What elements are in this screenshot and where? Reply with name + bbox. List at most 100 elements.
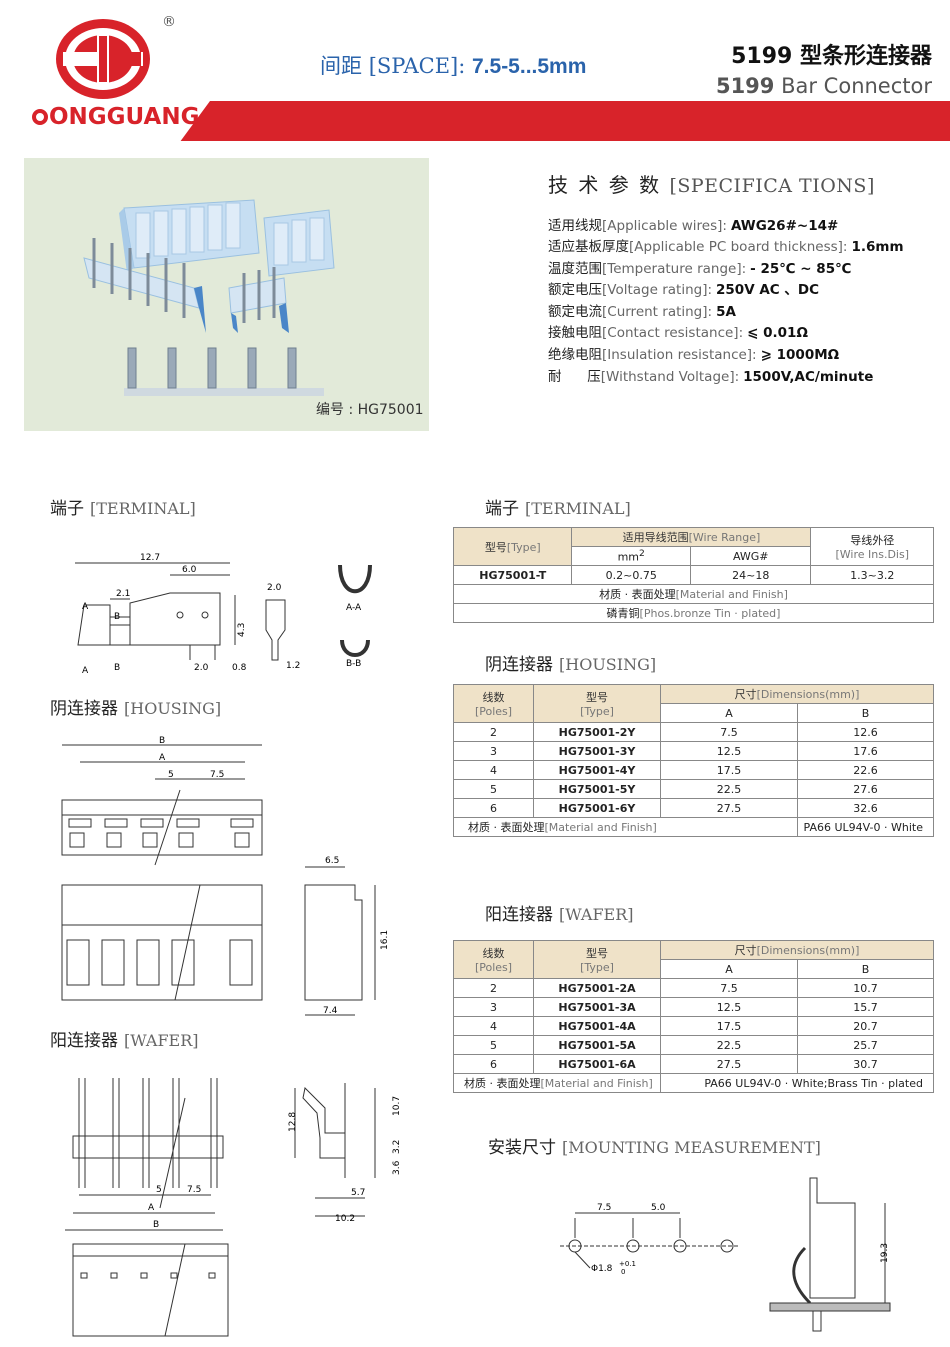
header-cn: 尺寸 <box>734 944 757 957</box>
header-cn: 线数 <box>482 947 505 960</box>
spec-value: - 25℃ ~ 85℃ <box>750 261 852 277</box>
dim-label: 7.5 <box>187 1185 201 1195</box>
spec-value: AWG26#~14# <box>730 218 839 234</box>
terminal-od-header: 导线外径[Wire Ins.Dis] <box>810 527 934 566</box>
cell-type: HG75001-4Y <box>533 760 661 780</box>
spec-row: 适用线规[Applicable wires]:AWG26#~14# <box>548 214 838 234</box>
spec-value: 5A <box>716 304 736 320</box>
unit-sup: 2 <box>639 548 645 560</box>
cell-type: HG75001-5A <box>533 1035 661 1055</box>
dim-a-header: A <box>660 959 798 979</box>
dim-label: B <box>159 736 165 746</box>
section-cn: 端子 <box>485 499 519 519</box>
spec-row: 适应基板厚度[Applicable PC board thickness]:1.… <box>548 235 904 255</box>
header-cn: 线数 <box>482 691 505 704</box>
header-en: [Poles] <box>474 961 513 974</box>
dim-label: 7.4 <box>323 1006 338 1016</box>
section-cn: 阳连接器 <box>485 905 553 925</box>
mat-cn: 材质 · 表面处理 <box>468 821 545 834</box>
dim-label: 2.1 <box>116 589 130 599</box>
spec-value: 250V AC 、DC <box>716 282 820 298</box>
cell-type: HG75001-3A <box>533 997 661 1017</box>
dim-a-header: A <box>660 703 798 723</box>
spec-cn: 耐 压 <box>548 369 601 385</box>
dim-label: A <box>159 753 166 763</box>
terminal-mm-value: 0.2~0.75 <box>571 565 691 585</box>
title-cn: 5199 型条形连接器 <box>731 44 932 69</box>
section-cn: 阴连接器 <box>50 699 118 719</box>
mat-cn: 材质 · 表面处理 <box>464 1077 541 1090</box>
spec-row: 耐 压[Withstand Voltage]:1500V,AC/minute <box>548 365 873 385</box>
section-en: [HOUSING] <box>559 655 657 674</box>
dim-label: 2.0 <box>267 583 282 593</box>
dim-label: 0.8 <box>232 663 247 673</box>
section-terminal-right: 端子[TERMINAL] <box>485 494 631 519</box>
header-en: [Dimensions(mm)] <box>756 944 860 957</box>
header-cn: 适用导线范围 <box>622 531 689 544</box>
spec-en: [Temperature range]: <box>602 261 747 277</box>
brand-name: ONGGUANG <box>32 104 199 130</box>
header-en: [Wire Ins.Dis] <box>835 548 909 561</box>
spec-en: [Current rating]: <box>602 304 713 320</box>
dim-label: 7.5 <box>210 770 224 780</box>
dim-label: B <box>153 1220 159 1230</box>
space-en: [SPACE]: <box>368 54 466 78</box>
spec-value: ⩾ 1000MΩ <box>760 347 840 363</box>
cell-poles: 4 <box>453 1016 534 1036</box>
spec-cn: 额定电流 <box>548 304 602 320</box>
cell-type: HG75001-4A <box>533 1016 661 1036</box>
title-en: 5199 Bar Connector <box>716 74 932 98</box>
product-photo <box>24 158 429 431</box>
terminal-od-value: 1.3~3.2 <box>810 565 934 585</box>
dim-label: B <box>114 663 120 673</box>
dim-label: 10.7 <box>392 1096 402 1116</box>
spec-en: [Applicable PC board thickness]: <box>629 239 848 255</box>
cell-b: 32.6 <box>797 798 934 818</box>
cell-b: 20.7 <box>797 1016 934 1036</box>
terminal-awg-value: 24~18 <box>689 565 812 585</box>
space-value: 7.5-5...5mm <box>472 55 587 78</box>
spec-value: 1.6mm <box>851 239 904 255</box>
wafer-material-label: 材质 · 表面处理[Material and Finish] <box>453 1073 661 1093</box>
dim-label: 16.1 <box>380 930 390 950</box>
housing-drawing: B A 5 7.5 6.5 16.1 7.4 <box>61 736 390 1016</box>
cell-b: 22.6 <box>797 760 934 780</box>
section-mounting: 安装尺寸[MOUNTING MEASUREMENT] <box>488 1133 821 1158</box>
cell-type: HG75001-6A <box>533 1054 661 1074</box>
dim-label: 5.7 <box>351 1188 365 1198</box>
cell-b: 17.6 <box>797 741 934 761</box>
cell-a: 12.5 <box>660 741 798 761</box>
header-en: [Type] <box>580 961 614 974</box>
housing-material-label: 材质 · 表面处理[Material and Finish] <box>453 817 798 837</box>
mat-en: [Material and Finish] <box>675 588 788 601</box>
cell-a: 27.5 <box>660 1054 798 1074</box>
section-en: [WAFER] <box>124 1031 199 1050</box>
header-en: [Wire Range] <box>688 531 761 544</box>
section-cn: 安装尺寸 <box>488 1138 556 1158</box>
cell-b: 25.7 <box>797 1035 934 1055</box>
spec-row: 额定电流[Current rating]:5A <box>548 300 736 320</box>
cell-b: 15.7 <box>797 997 934 1017</box>
dim-label: A <box>82 602 89 612</box>
cell-type: HG75001-2Y <box>533 722 661 742</box>
dim-b-header: B <box>797 959 934 979</box>
header-cn: 尺寸 <box>734 688 757 701</box>
spec-value: ⩽ 0.01Ω <box>747 325 808 341</box>
section-terminal-left: 端子[TERMINAL] <box>50 494 196 519</box>
cell-a: 7.5 <box>660 978 798 998</box>
dim-label: 19.3 <box>880 1243 890 1263</box>
dim-label: +0.1 <box>619 1260 636 1268</box>
dim-label: 6.0 <box>182 565 197 575</box>
dimensions-header: 尺寸[Dimensions(mm)] <box>660 684 934 704</box>
dim-label: B <box>114 612 120 622</box>
type-header: 型号[Type] <box>533 684 661 723</box>
wafer-drawing: 5 7.5 A B 12.8 10.7 3.2 3.6 5.7 10.2 <box>65 1078 402 1337</box>
cell-poles: 4 <box>453 760 534 780</box>
spec-heading-en: [SPECIFICA TIONS] <box>669 175 875 197</box>
